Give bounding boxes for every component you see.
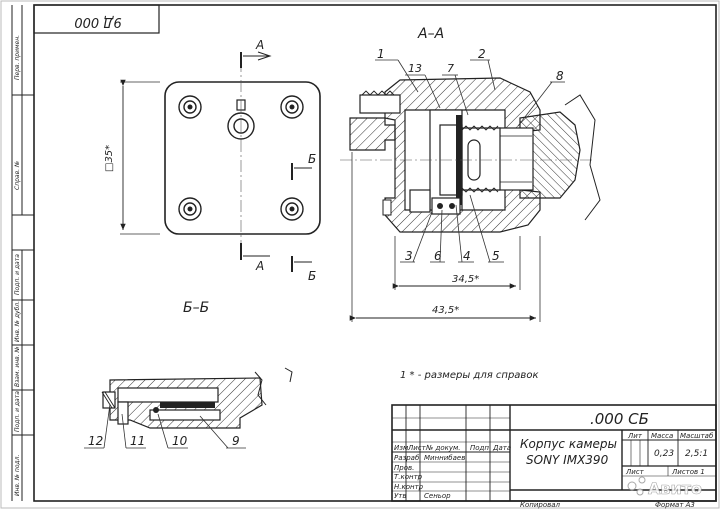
row-tkontr: Т.контр [394, 473, 423, 481]
section-bb-title: Б–Б [183, 300, 209, 316]
strip-label-0: Перв. примен. [14, 35, 21, 80]
strip-label-4: Взам. инв. № [14, 346, 21, 387]
row-nkontr: Н.контр [394, 483, 424, 491]
svg-text:11: 11 [130, 434, 145, 448]
hdr-scale: Масштаб [680, 432, 714, 440]
format-label: Формат А3 [655, 501, 695, 509]
callout-6: 6 [430, 209, 445, 263]
part-name-1: Корпус камеры [520, 437, 617, 451]
inner-frame [33, 4, 717, 502]
section-bb: 12 11 10 9 [84, 367, 293, 449]
svg-text:10: 10 [172, 434, 188, 448]
square-dim: □35* [104, 145, 115, 172]
screw-bottom-right [280, 197, 304, 221]
rotated-code: 9Д 000 [74, 14, 121, 29]
row-razrab: Разраб [394, 454, 420, 462]
designation: .000 СБ [590, 410, 649, 428]
callout-9: 9 [199, 415, 246, 449]
col-izm: Изм [394, 444, 409, 452]
svg-text:3: 3 [405, 249, 413, 263]
section-aa-title: А–А [417, 26, 444, 42]
svg-text:7: 7 [447, 62, 454, 75]
svg-text:13: 13 [408, 62, 422, 75]
callout-1: 1 [375, 47, 419, 93]
svg-text:9: 9 [232, 434, 240, 448]
screw-top-left [178, 95, 202, 119]
strip-label-5: Подп. и дата [14, 391, 21, 432]
cut-a-bottom: А [255, 259, 264, 273]
row-prov: Пров. [394, 464, 414, 472]
strip-label-6: Инв. № подл. [14, 455, 21, 496]
code-box [33, 4, 160, 34]
col-date: Дата [492, 444, 511, 452]
watermark-text: Авито [648, 479, 702, 498]
col-doc: № докум. [425, 444, 461, 452]
cut-a-top: А [255, 38, 264, 52]
cut-b-bottom: Б [308, 269, 316, 283]
row-utv: Утв [394, 492, 406, 500]
callout-12: 12 [84, 403, 111, 449]
screw-bottom-left [178, 197, 202, 221]
callout-4: 4 [455, 204, 474, 263]
svg-text:12: 12 [88, 434, 103, 448]
copied-label: Копировал [520, 501, 561, 509]
callout-8: 8 [517, 69, 565, 127]
strip-label-3: Инв. № дубл. [14, 301, 21, 342]
svg-text:5: 5 [492, 249, 500, 263]
row-razrab-name: Миннибаев [424, 454, 465, 462]
callout-10: 10 [157, 413, 188, 449]
row-utv-name: Сеньор [424, 492, 451, 500]
callout-11: 11 [121, 413, 146, 449]
listov-label: Листов 1 [671, 468, 705, 476]
callout-7: 7 [442, 62, 469, 116]
hdr-mass: Масса [651, 432, 673, 440]
callout-13: 13 [405, 62, 441, 109]
svg-text:6: 6 [434, 249, 442, 263]
callout-3: 3 [400, 211, 433, 263]
col-list: Лист [407, 444, 427, 452]
svg-text:4: 4 [463, 249, 471, 263]
scale-value: 2,5:1 [685, 449, 708, 459]
svg-text:8: 8 [556, 69, 564, 83]
list-label: Лист [625, 468, 645, 476]
mass-value: 0,23 [654, 449, 674, 459]
svg-text:2: 2 [478, 47, 486, 61]
strip-label-1: Справ. № [14, 161, 21, 190]
title-block: .000 СБ Изм Лист № докум. Подп Дата Разр… [391, 404, 717, 509]
part-name-2: SONY IMX390 [526, 453, 609, 467]
watermark: Авито [627, 476, 702, 498]
callout-2: 2 [470, 47, 496, 91]
top-view: □35* А А Б Б [104, 38, 321, 283]
reference-note: 1 * - размеры для справок [400, 370, 538, 381]
dim-34-5: 34,5* [452, 274, 479, 285]
hdr-lit: Лит [627, 432, 643, 440]
svg-text:1: 1 [377, 47, 385, 61]
cut-b-top: Б [308, 152, 316, 166]
strip-label-2: Подп. и дата [14, 254, 21, 295]
dim-43-5: 43,5* [432, 305, 459, 316]
section-aa: А–А 1 [340, 26, 601, 322]
screw-top-right [280, 95, 304, 119]
col-sign: Подп [470, 444, 489, 452]
left-strip: Перв. примен. Справ. № Подп. и дата Инв.… [11, 5, 34, 501]
callout-5: 5 [469, 194, 504, 263]
